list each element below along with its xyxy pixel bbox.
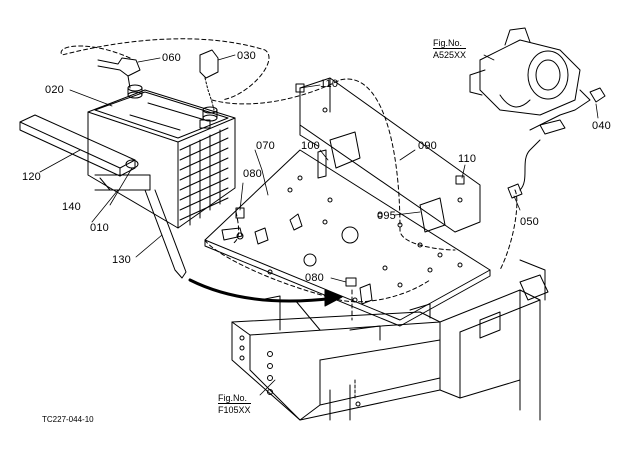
- starter-motor: [469, 27, 606, 135]
- reference-starter-number: A525XX: [433, 48, 467, 60]
- bolts: [221, 83, 465, 287]
- reference-starter: Fig.No. A525XX: [433, 38, 467, 60]
- leader-lines: [39, 54, 599, 396]
- callout-010: 010: [90, 222, 109, 234]
- callout-090: 090: [418, 140, 437, 152]
- callout-060: 060: [162, 52, 181, 64]
- main-frame: [231, 259, 549, 421]
- callout-020: 020: [45, 84, 64, 96]
- callout-040: 040: [592, 120, 611, 132]
- guide-lines: [60, 38, 518, 321]
- battery-mount-plate: [204, 149, 491, 327]
- battery-cables: [97, 49, 219, 111]
- callout-070: 070: [256, 140, 275, 152]
- callout-050: 050: [520, 216, 539, 228]
- callout-030: 030: [237, 50, 256, 62]
- battery-holder: [19, 114, 187, 279]
- upper-bracket: [299, 77, 481, 233]
- callout-140: 140: [62, 201, 81, 213]
- callout-095: 095: [377, 210, 396, 222]
- drawing-code: TC227-044-10: [42, 415, 94, 424]
- callout-080-left: 080: [243, 168, 262, 180]
- callout-120: 120: [22, 171, 41, 183]
- reference-frame-number: F105XX: [218, 403, 251, 415]
- callout-080-bottom: 080: [305, 272, 324, 284]
- callout-110-upper: 110: [320, 78, 339, 90]
- callout-130: 130: [112, 254, 131, 266]
- callout-110-right: 110: [458, 153, 477, 165]
- battery: [87, 84, 236, 229]
- callout-100: 100: [301, 140, 320, 152]
- reference-frame: Fig.No. F105XX: [218, 393, 251, 415]
- reference-frame-title: Fig.No.: [218, 393, 248, 403]
- reference-starter-title: Fig.No.: [433, 38, 463, 48]
- wire-clamp: [507, 139, 541, 199]
- assembly-arrow: [188, 278, 343, 307]
